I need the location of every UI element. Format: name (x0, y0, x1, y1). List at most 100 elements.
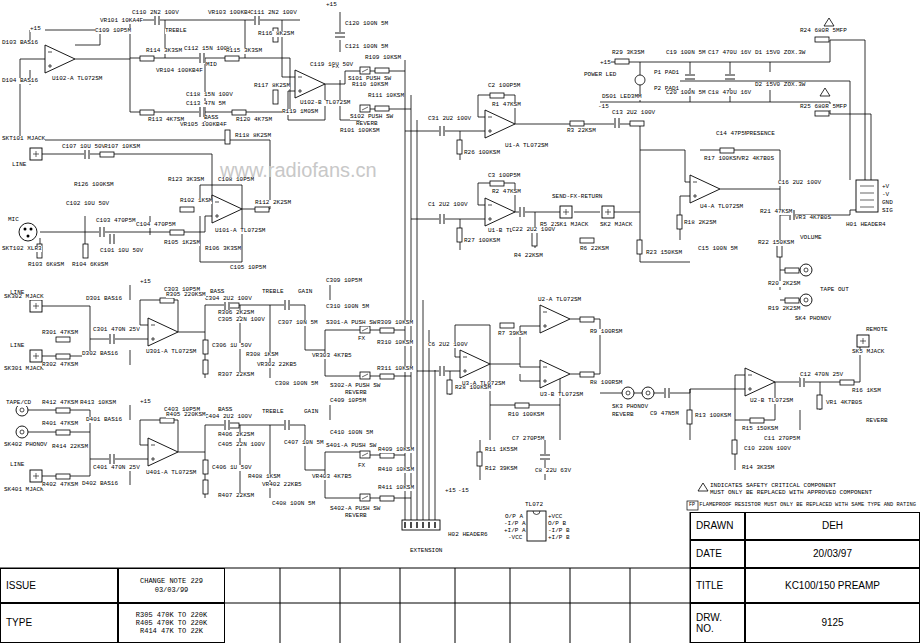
component-label: R117 8K2SM (254, 83, 290, 89)
component-label: R20 2K2SM (768, 281, 800, 287)
component-label: SK4 PHONOV (795, 316, 831, 322)
component-label: R126 100KSM (74, 182, 114, 188)
component-label: C406 1U 50V (212, 465, 252, 471)
component-label: C103 470P5M (96, 218, 136, 224)
component-label: VR101 10KA4F (100, 18, 143, 24)
component-label: S401-A PUSH SW (326, 443, 376, 449)
component-label: FX (358, 336, 365, 342)
component-label: C109 10P5M (95, 28, 131, 34)
component-label: D103 BAS16 (2, 40, 38, 46)
component-label: R409 10KSM (378, 447, 414, 453)
component-label: R23 150KSM (646, 250, 682, 256)
component-label: R10 100KSM (508, 412, 544, 418)
component-label: TAPE/CD (6, 400, 31, 406)
component-label: C118 15N 100V (186, 92, 233, 98)
component-label: C102 10U 50V (66, 201, 109, 207)
component-label: GND (882, 200, 893, 206)
component-label: R407 22KSM (218, 493, 254, 499)
component-label: R29 3K3SM (612, 50, 644, 56)
component-label: C19 100N 5M (666, 50, 706, 56)
component-label: R107 10KSM (104, 144, 140, 150)
component-label: TREBLE (165, 28, 187, 34)
component-label: SKT102 XLR3 (2, 246, 42, 252)
component-label: R11 1K5SM (485, 447, 517, 453)
component-label: R106 3K3SM (205, 246, 241, 252)
component-label: U1-A TL072SM (505, 143, 548, 149)
component-label: C107 10U 50V (62, 144, 105, 150)
component-label: C307 10N 5M (278, 320, 318, 326)
component-label: R311 10KSM (377, 366, 413, 372)
title-cell: R305 470K TO 220K R405 470K TO 220K R414… (118, 603, 225, 643)
component-label: C111 2N2 100V (250, 10, 297, 16)
component-label: P1 PAD1 (654, 70, 679, 76)
component-label: C308 100N 5M (275, 381, 318, 387)
component-label: LINE (12, 162, 26, 168)
component-label: TAPE OUT (820, 287, 849, 293)
component-label: R302 47KSM (42, 362, 78, 368)
title-text: TYPE (6, 617, 32, 629)
component-label: C3 100P5M (488, 173, 520, 179)
component-label: REVERB (345, 390, 367, 396)
component-label: R402 47KSM (42, 482, 78, 488)
component-label: C112 15N 100V (184, 46, 231, 52)
component-label: GAIN (304, 409, 318, 415)
title-text: DATE (696, 548, 722, 560)
title-cell: 20/03/97 (745, 540, 920, 568)
component-label: R7 39KSM (498, 331, 527, 337)
component-label: +15 (30, 26, 41, 32)
title-text: DEH (822, 520, 843, 532)
component-label: U4-A TL072SM (700, 204, 743, 210)
component-label: -15 (598, 104, 609, 110)
title-cell: 9125 (745, 603, 920, 643)
component-label: D302 BAS16 (82, 351, 118, 357)
component-label: R109 10KSM (365, 55, 401, 61)
component-label: D104 BAS16 (2, 78, 38, 84)
component-label: C7 270P5M (512, 436, 544, 442)
component-label: SEND-FX-RETURN (552, 194, 602, 200)
component-label: VOLUME (800, 235, 822, 241)
component-label: R16 1KSM (852, 388, 881, 394)
component-label: R406 2K2SM (218, 432, 254, 438)
component-label: R12 39KSM (485, 466, 517, 472)
component-label: C401 470N 25V (93, 465, 140, 471)
component-label: S301-A PUSH SW (326, 320, 376, 326)
component-label: S402-A PUSH SW (330, 506, 380, 512)
component-label: C110 2N2 100V (132, 10, 179, 16)
component-label: +15 (445, 488, 456, 494)
component-label: R6 22KSM (580, 246, 609, 252)
component-label: VR104 100KB4F (156, 68, 203, 74)
component-label: R310 10KSM (377, 340, 413, 346)
component-label: FP (689, 503, 695, 508)
component-label: C6 2U2 100V (428, 342, 468, 348)
component-label: C10 220N 100V (744, 446, 791, 452)
component-label: +V (882, 184, 889, 190)
component-label: R8 100RSM (590, 380, 622, 386)
component-label: TREBLE (262, 409, 284, 415)
component-label: C1 2U2 100V (428, 202, 468, 208)
title-cell: DRAWN (690, 512, 745, 540)
component-label: U102-A TL072SM (52, 76, 102, 82)
component-label: R110 10KSM (352, 82, 388, 88)
component-label: SK1 MJACK (556, 222, 588, 228)
component-label: S302-A PUSH SW (330, 383, 380, 389)
component-label: C309 10P5M (326, 278, 362, 284)
component-label: VR1 4K7B0S (826, 400, 862, 406)
component-label: C304 2U2 100V (205, 296, 252, 302)
component-label: U102-B TL072SM (300, 100, 350, 106)
title-text: 20/03/97 (813, 548, 852, 560)
component-label: SK3 PHONOV (612, 404, 648, 410)
component-label: BASS (210, 289, 224, 295)
component-label: R119 1M0SM (282, 109, 318, 115)
component-label: DS01 LED3MM (602, 94, 642, 100)
component-label: C15 100N 5M (698, 246, 738, 252)
component-label: VR103 100KB4F (208, 10, 255, 16)
component-label: R111 10KSM (368, 93, 404, 99)
component-label: VR2 4K7B0S (738, 156, 774, 162)
component-label: LINE (10, 343, 24, 349)
component-label: R101 100KSM (340, 128, 380, 134)
component-label: C22 2U2 100V (512, 227, 555, 233)
component-label: R25 680R 5MFP (800, 104, 847, 110)
component-label: VR3 4K7B0S (795, 215, 831, 221)
title-cell: KC100/150 PREAMP (745, 568, 920, 603)
